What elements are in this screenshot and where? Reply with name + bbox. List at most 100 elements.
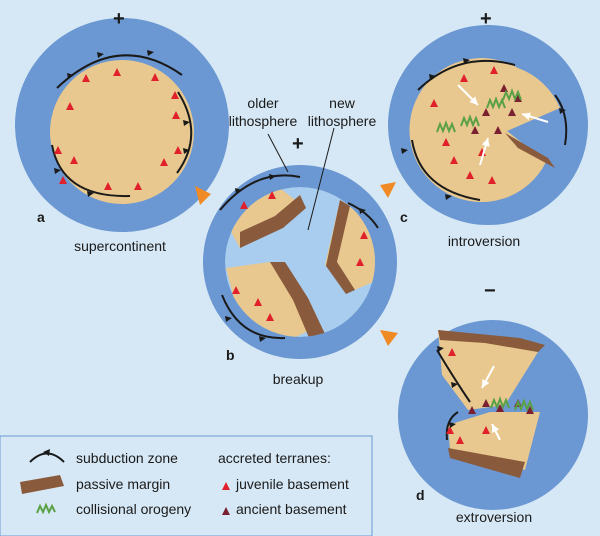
juvenile-basement bbox=[171, 91, 179, 99]
collisional-orogeny-c bbox=[436, 88, 522, 134]
juvenile-basement bbox=[466, 171, 474, 179]
subduction-tooth bbox=[429, 74, 436, 80]
panel-a-title: supercontinent bbox=[74, 238, 166, 254]
panel-b-title: breakup bbox=[273, 371, 324, 387]
orogeny-mark bbox=[436, 120, 456, 134]
collisional-orogeny-symbol bbox=[36, 502, 56, 515]
juvenile-basement bbox=[446, 426, 454, 434]
juvenile-basement bbox=[360, 231, 368, 239]
arrow-a-to-b bbox=[195, 186, 211, 205]
legend: subduction zone passive margin collision… bbox=[0, 435, 373, 536]
juvenile-basement bbox=[430, 99, 438, 107]
subduction-tooth bbox=[401, 148, 408, 154]
subduction-zone-c-bottom bbox=[411, 139, 481, 201]
legend-accreted-title: accreted terranes: bbox=[218, 450, 331, 466]
convergence-arrowhead bbox=[492, 424, 500, 433]
convergence-arrowhead bbox=[482, 379, 490, 388]
juvenile-basement-group-a bbox=[54, 68, 182, 190]
panel-c-letter: c bbox=[400, 209, 408, 225]
supercontinent-landmass bbox=[50, 60, 194, 204]
ancient-basement bbox=[482, 399, 490, 407]
legend-juvenile-label: juvenile basement bbox=[235, 476, 349, 492]
subduction-tooth bbox=[463, 58, 470, 64]
subduction-tooth bbox=[559, 108, 566, 114]
juvenile-basement bbox=[174, 146, 182, 154]
subduction-zone-d-upper bbox=[436, 349, 471, 403]
older-lithosphere-line1: older bbox=[247, 95, 278, 111]
legend-ancient-label: ancient basement bbox=[236, 501, 347, 517]
panel-d: − d extroversion bbox=[398, 280, 588, 525]
subduction-teeth-b bbox=[225, 174, 366, 342]
juvenile-basement bbox=[482, 426, 490, 434]
juvenile-basement bbox=[450, 156, 458, 164]
continent-introversion bbox=[409, 58, 560, 203]
orogeny-mark bbox=[490, 396, 510, 410]
ancient-basement bbox=[508, 108, 516, 116]
leader-new-lithosphere bbox=[307, 127, 335, 231]
subduction-tooth bbox=[183, 120, 190, 126]
ancient-basement bbox=[496, 404, 504, 412]
subduction-zone-c-right bbox=[554, 94, 568, 146]
juvenile-basement bbox=[59, 176, 67, 184]
panel-b-letter: b bbox=[226, 347, 235, 363]
juvenile-basement bbox=[104, 182, 112, 190]
juvenile-basement bbox=[268, 191, 276, 199]
new-lithosphere-line1: new bbox=[329, 95, 356, 111]
panel-c-title: introversion bbox=[448, 233, 520, 249]
ancient-basement-symbol bbox=[222, 507, 230, 515]
arrow-b-to-d bbox=[380, 330, 398, 346]
panel-d-title: extroversion bbox=[456, 509, 532, 525]
subduction-tooth bbox=[451, 382, 458, 388]
passive-margin-lower-d bbox=[448, 448, 525, 478]
arrow-b-to-c bbox=[380, 182, 396, 198]
panel-a: + a supercontinent bbox=[15, 8, 229, 254]
subduction-tooth bbox=[437, 346, 444, 352]
juvenile-basement-group-b bbox=[232, 191, 368, 321]
juvenile-basement bbox=[488, 176, 496, 184]
subduction-teeth-d bbox=[437, 346, 458, 428]
convergence-arrows-c bbox=[457, 84, 549, 166]
panel-a-letter: a bbox=[37, 209, 45, 225]
panel-b: + b breakup bbox=[203, 127, 397, 387]
juvenile-basement bbox=[356, 258, 364, 266]
subduction-tooth bbox=[97, 52, 104, 58]
panel-a-sign: + bbox=[113, 8, 125, 30]
passive-margin-upper-d bbox=[438, 330, 545, 352]
legend-passive-label: passive margin bbox=[76, 476, 170, 492]
juvenile-basement bbox=[54, 146, 62, 154]
subduction-tooth bbox=[235, 188, 242, 194]
subduction-teeth-c bbox=[401, 58, 566, 200]
subduction-tooth bbox=[445, 194, 452, 200]
juvenile-basement bbox=[240, 201, 248, 209]
orogeny-mark bbox=[486, 96, 506, 110]
subduction-zone-bottom-left bbox=[51, 144, 131, 198]
passive-margin-lower-left bbox=[270, 262, 326, 337]
subduction-tooth bbox=[449, 422, 456, 428]
ancient-basement bbox=[471, 126, 479, 134]
panel-b-sign: + bbox=[292, 133, 304, 155]
subduction-tooth bbox=[67, 73, 74, 79]
subduction-zone-b-top bbox=[219, 174, 301, 211]
orogeny-mark bbox=[514, 398, 534, 412]
subduction-tooth bbox=[54, 168, 61, 174]
ancient-basement bbox=[468, 406, 476, 414]
legend-subduction-label: subduction zone bbox=[76, 450, 178, 466]
orogeny-mark bbox=[502, 88, 522, 102]
juvenile-basement bbox=[460, 74, 468, 82]
subduction-zone-b-right bbox=[347, 202, 379, 229]
panel-d-letter: d bbox=[416, 487, 425, 503]
juvenile-basement bbox=[232, 286, 240, 294]
subduction-tooth bbox=[359, 208, 366, 214]
subduction-tooth bbox=[269, 174, 276, 180]
juvenile-basement-symbol bbox=[222, 482, 230, 490]
subduction-tooth bbox=[225, 316, 232, 322]
convergence-arrowhead bbox=[469, 96, 478, 105]
leader-older-lithosphere bbox=[267, 133, 289, 173]
ancient-basement bbox=[526, 406, 534, 414]
juvenile-basement bbox=[160, 158, 168, 166]
passive-margin-introversion bbox=[505, 133, 555, 168]
juvenile-basement bbox=[113, 68, 121, 76]
convergence-arrows-d bbox=[481, 365, 501, 441]
subduction-tooth bbox=[259, 336, 266, 342]
